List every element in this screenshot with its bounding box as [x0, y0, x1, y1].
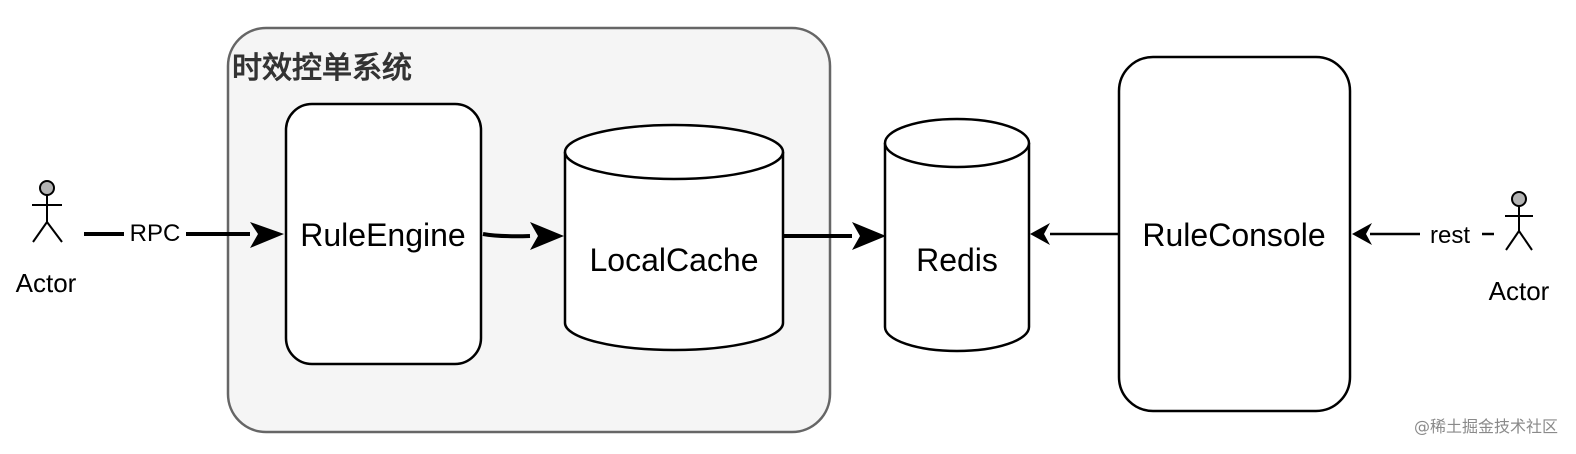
redis-node: Redis [883, 117, 1031, 353]
redis-label: Redis [916, 242, 998, 278]
cache-to-redis-edge [784, 222, 886, 250]
group-title: 时效控单系统 [232, 51, 412, 86]
rpc-label: RPC [130, 220, 181, 247]
right-actor: Actor [1489, 191, 1550, 306]
actor-icon [32, 180, 63, 243]
rpc-edge: RPC [84, 220, 284, 248]
local-cache-label: LocalCache [590, 242, 759, 278]
actor-icon [1505, 191, 1533, 251]
rule-engine-node: RuleEngine [284, 102, 483, 366]
engine-to-cache-edge [482, 222, 564, 250]
arrowhead-icon [1352, 223, 1372, 245]
rule-console-label: RuleConsole [1142, 217, 1325, 253]
arrowhead-icon [852, 222, 886, 250]
left-actor-label: Actor [16, 268, 77, 298]
rest-label: rest [1430, 222, 1470, 249]
console-to-redis-edge [1030, 223, 1118, 245]
local-cache-node: LocalCache [563, 123, 785, 352]
rest-edge: rest [1352, 222, 1494, 249]
rule-console-node: RuleConsole [1117, 55, 1352, 413]
arrowhead-icon [250, 222, 284, 248]
arrowhead-icon [530, 222, 564, 250]
rule-engine-label: RuleEngine [300, 217, 465, 253]
left-actor: Actor [16, 180, 77, 298]
arrowhead-icon [1030, 223, 1050, 245]
right-actor-label: Actor [1489, 276, 1550, 306]
watermark: @稀土掘金技术社区 [1414, 417, 1558, 436]
